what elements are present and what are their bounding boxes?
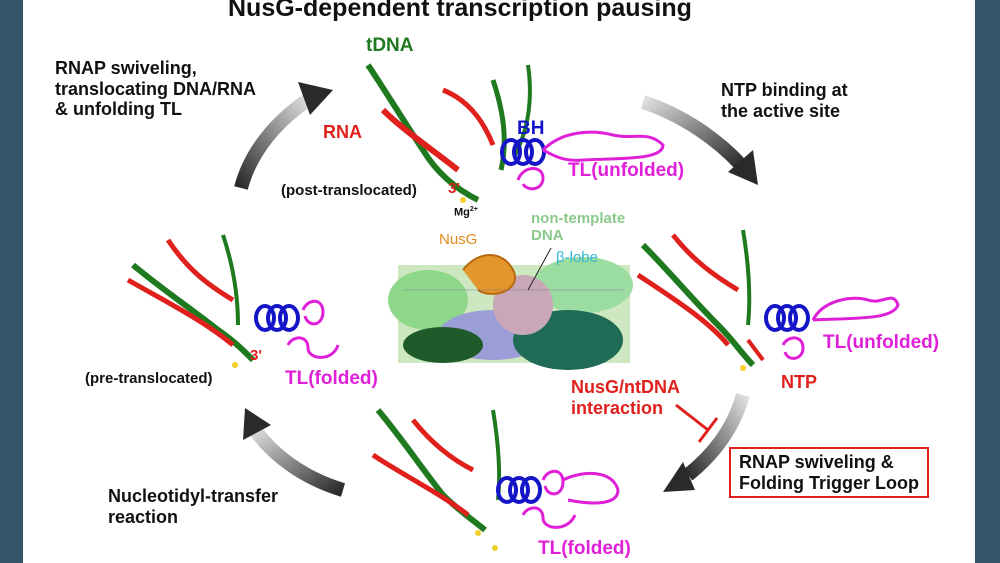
diagram-graphics <box>126 63 900 551</box>
label-tl-folded-left: TL(folded) <box>285 368 378 389</box>
structure-left <box>126 234 340 368</box>
label-nusg: NusG <box>439 231 478 248</box>
label-tdna: tDNA <box>366 35 414 56</box>
interaction-line2: interaction <box>571 397 664 418</box>
interaction-line1: NusG/ntDNA <box>571 377 680 397</box>
step-swiveling-line3: & unfolding TL <box>55 99 182 120</box>
step-swiveling: RNAP swiveling, translocating DNA/RNA & … <box>55 58 256 120</box>
label-tl-unfolded-right: TL(unfolded) <box>823 332 940 353</box>
arrow-top-right <box>640 95 758 185</box>
structure-bottom <box>371 408 620 551</box>
central-structure <box>388 247 633 370</box>
label-mg-sup: 2+ <box>469 206 478 213</box>
diagram-title: NusG-dependent transcription pausing <box>228 0 692 22</box>
step-nucleotidyl-line1: Nucleotidyl-transfer <box>108 486 279 506</box>
arrow-up-left <box>234 82 333 190</box>
label-beta-lobe: β-lobe <box>556 249 598 266</box>
label-ntp: NTP <box>781 372 817 392</box>
label-3prime-left: 3' <box>250 347 262 364</box>
folding-box-line1: RNAP swiveling & <box>739 452 894 472</box>
diagram-canvas: NusG-dependent transcription pausing RNA… <box>23 0 975 563</box>
label-3prime-top: 3' <box>448 180 460 197</box>
step-ntp-line2: the active site <box>721 100 841 121</box>
arrow-bottom-left <box>243 408 346 497</box>
label-nontemplate-dna: non-template DNA <box>531 210 625 245</box>
label-mg-text: Mg <box>454 206 470 219</box>
label-tl-unfolded-top: TL(unfolded) <box>568 160 685 181</box>
label-tl-folded-bottom: TL(folded) <box>538 538 631 559</box>
step-ntp-line1: NTP binding at <box>721 80 848 100</box>
arrow-bottom-right <box>663 392 750 492</box>
interaction-label: NusG/ntDNA interaction <box>571 377 680 418</box>
label-pre-translocated: (pre-translocated) <box>85 370 213 387</box>
structure-top <box>365 63 665 203</box>
step-swiveling-line2: translocating DNA/RNA <box>55 78 257 99</box>
folding-box-line2: Folding Trigger Loop <box>739 472 919 493</box>
label-nontemplate-line1: non-template <box>531 210 626 227</box>
inhibition-symbol <box>675 403 719 443</box>
label-nontemplate-line2: DNA <box>531 227 564 245</box>
label-post-translocated: (post-translocated) <box>281 182 417 199</box>
label-rna: RNA <box>323 122 362 142</box>
structure-right <box>636 229 900 371</box>
folding-box: RNAP swiveling & Folding Trigger Loop <box>729 447 929 499</box>
step-swiveling-line1: RNAP swiveling, <box>55 58 197 78</box>
step-nucleotidyl-line2: reaction <box>108 506 179 527</box>
label-bh: BH <box>517 118 545 139</box>
step-ntp-binding: NTP binding at the active site <box>721 80 848 121</box>
label-mg: Mg2+ <box>454 206 478 219</box>
step-nucleotidyl: Nucleotidyl-transfer reaction <box>108 486 278 527</box>
